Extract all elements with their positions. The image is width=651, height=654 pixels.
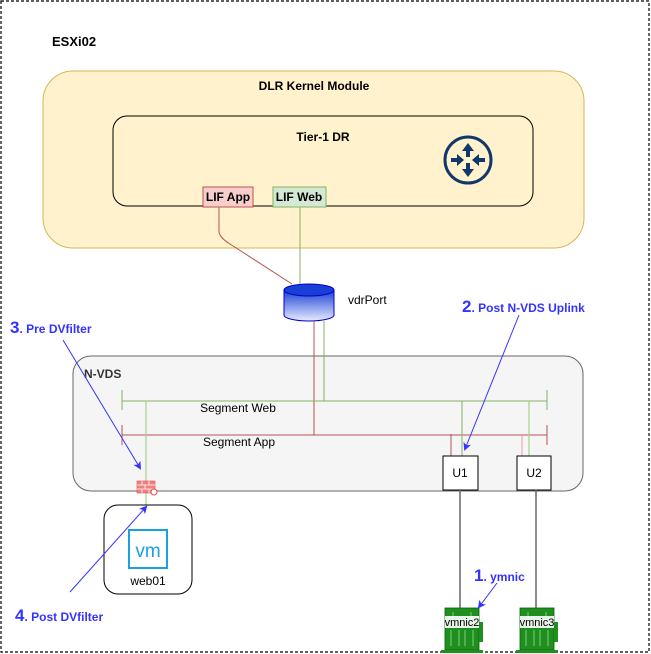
network-card-icon <box>441 607 483 653</box>
svg-text:3. Pre DVfilter: 3. Pre DVfilter <box>10 318 92 337</box>
annotation-2-number: 2 <box>462 297 471 316</box>
uplink-u2[interactable] <box>516 455 552 491</box>
router-icon <box>443 135 493 185</box>
uplink-u1[interactable] <box>442 455 479 491</box>
network-card-icon <box>516 607 558 653</box>
svg-text:2. Post N-VDS Uplink: 2. Post N-VDS Uplink <box>462 297 585 316</box>
annotation-2-arrow <box>463 314 520 451</box>
annotation-2: 2. Post N-VDS Uplink <box>462 297 585 316</box>
annotation-1-number: 1 <box>474 566 483 585</box>
nvds-box[interactable] <box>72 355 584 492</box>
nvds-title: N-VDS <box>84 367 121 381</box>
svg-text:4. Post DVfilter: 4. Post DVfilter <box>15 606 103 625</box>
annotation-3-number: 3 <box>10 318 19 337</box>
vmnic2-label: vmnic2 <box>445 617 480 629</box>
vmnic3-label-bg <box>520 616 554 628</box>
vm-icon-text: vm <box>135 541 160 562</box>
segment-web-label: Segment Web <box>200 401 276 415</box>
annotation-1: 1. ymnic <box>474 566 525 585</box>
segment-app-bus[interactable] <box>121 425 548 445</box>
annotation-3-text: . Pre DVfilter <box>19 322 91 336</box>
database-cylinder-icon <box>283 283 335 322</box>
annotation-2-text: . Post N-VDS Uplink <box>471 301 585 315</box>
dlr-kernel-module[interactable] <box>42 70 585 249</box>
segment-app-label: Segment App <box>203 435 275 449</box>
uplink-u2-label: U2 <box>526 466 542 480</box>
annotation-3: 3. Pre DVfilter <box>10 318 92 337</box>
lif-app[interactable] <box>202 186 254 208</box>
annotation-1-arrow <box>477 582 498 609</box>
dlr-module-title: DLR Kernel Module <box>259 79 370 93</box>
annotation-4-text: . Post DVfilter <box>24 610 103 624</box>
uplink-u1-label: U1 <box>452 466 468 480</box>
vm-label: web01 <box>129 574 166 588</box>
annotation-3-arrow <box>62 339 142 470</box>
lif-app-label: LIF App <box>206 190 250 204</box>
segment-web-bus[interactable] <box>121 390 548 410</box>
tier1-dr-title: Tier-1 DR <box>296 130 349 144</box>
firewall-icon <box>136 480 158 496</box>
vmnic2-label-bg <box>445 616 479 628</box>
svg-text:1. ymnic: 1. ymnic <box>474 566 525 585</box>
annotation-4-number: 4 <box>15 606 25 625</box>
vm-icon: vm <box>128 529 168 569</box>
lif-web-label: LIF Web <box>276 190 322 204</box>
annotation-1-text: . ymnic <box>483 570 525 584</box>
annotation-4-arrow <box>69 505 148 593</box>
host-label: ESXi02 <box>52 34 96 49</box>
vmnic3-label: vmnic3 <box>520 617 555 629</box>
annotation-4: 4. Post DVfilter <box>15 606 103 625</box>
vdr-port-label: vdrPort <box>348 293 387 307</box>
lif-app-link <box>218 207 293 285</box>
